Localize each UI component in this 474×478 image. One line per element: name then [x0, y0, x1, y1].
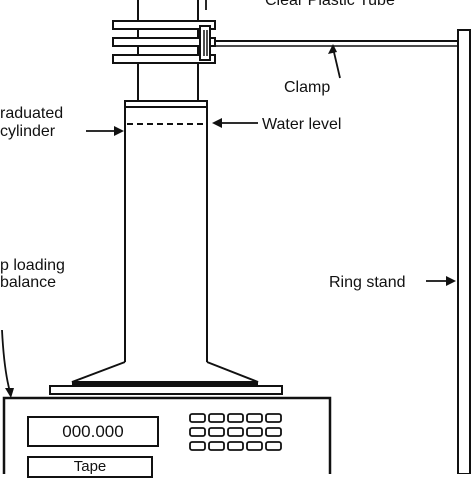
clamp-rings [112, 20, 216, 64]
tape-button[interactable]: Tape [27, 456, 153, 478]
balance-keypad [189, 413, 282, 451]
keypad-key[interactable] [246, 441, 263, 451]
ring-stand-label: Ring stand [329, 274, 406, 291]
graduated-cylinder-label-1: raduated [0, 105, 64, 122]
keypad-key[interactable] [189, 427, 206, 437]
balance-display: 000.000 [27, 416, 159, 447]
keypad-key[interactable] [208, 427, 225, 437]
graduated-cylinder-label-2: cylinder [0, 123, 56, 140]
clear-plastic-tube [137, 0, 199, 100]
keypad-key[interactable] [208, 441, 225, 451]
water-level-label: Water level [262, 116, 342, 133]
keypad-key[interactable] [265, 413, 282, 423]
balance-pan [49, 385, 283, 395]
top-loading-balance-label-2: balance [0, 274, 57, 291]
keypad-key[interactable] [246, 413, 263, 423]
keypad-key[interactable] [227, 427, 244, 437]
keypad-key[interactable] [208, 413, 225, 423]
keypad-key[interactable] [265, 441, 282, 451]
keypad-key[interactable] [265, 427, 282, 437]
clamp-label: Clamp [284, 79, 331, 96]
graduated-cylinder [71, 100, 259, 386]
clamp-screw [203, 30, 208, 56]
keypad-key[interactable] [227, 413, 244, 423]
keypad-key[interactable] [246, 427, 263, 437]
ring-stand-rod [457, 29, 471, 474]
keypad-key[interactable] [227, 441, 244, 451]
clear-plastic-tube-label: Clear Plastic Tube [265, 0, 395, 9]
keypad-key[interactable] [189, 441, 206, 451]
keypad-key[interactable] [189, 413, 206, 423]
pointer-arrows [1, 0, 456, 398]
top-loading-balance-label-1: p loading [0, 257, 65, 274]
